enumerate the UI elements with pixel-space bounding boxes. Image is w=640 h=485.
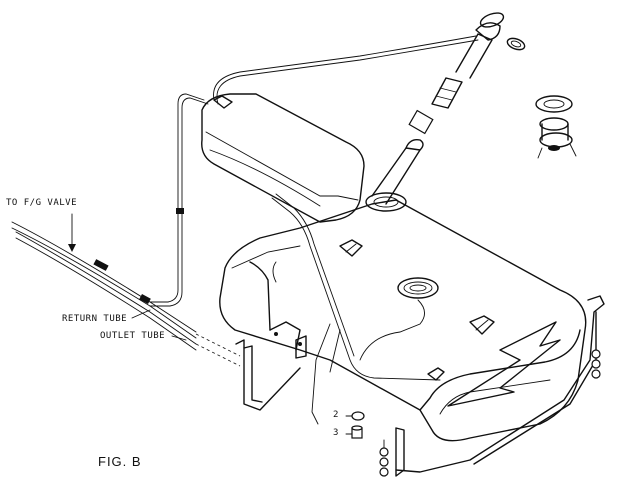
outlet-line (271, 197, 441, 381)
fuel-tank (219, 192, 587, 442)
strap-right (379, 295, 605, 477)
filler-tube (371, 12, 526, 205)
figure-caption: FIG. B (98, 454, 142, 469)
to-fg-valve-label: TO F/G VALVE (6, 198, 78, 208)
tube-bundle (11, 93, 241, 367)
outlet-tube-label: OUTLET TUBE (100, 331, 166, 341)
to-fg-valve-arrow (68, 213, 76, 252)
strap-left (235, 321, 307, 411)
return-tube-label: RETURN TUBE (62, 314, 128, 324)
sub-tank (201, 93, 365, 223)
return-tube-leader (131, 309, 151, 319)
outlet-tube-leader (171, 335, 187, 341)
filler-cap-detail (535, 95, 577, 159)
vent-hose (213, 35, 477, 101)
callout-parts (345, 411, 365, 439)
callout-number-2: 2 (333, 410, 339, 420)
callout-number-3: 3 (333, 428, 339, 438)
